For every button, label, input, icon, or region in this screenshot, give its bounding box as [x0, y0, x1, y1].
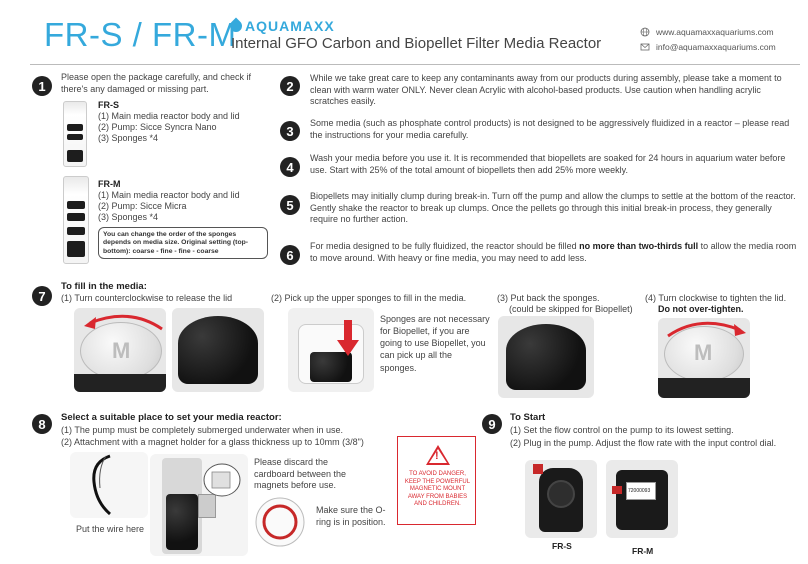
step-4-text: Wash your media before you use it. It is…	[310, 153, 786, 175]
frs-item-3: (3) Sponges *4	[98, 133, 159, 143]
frm-title: FR-M	[98, 179, 121, 189]
page-subtitle: Internal GFO Carbon and Biopellet Filter…	[231, 35, 602, 52]
page-title: FR-S / FR-M	[44, 16, 237, 53]
step-4-badge: 4	[280, 157, 300, 177]
step-7-sub4b: Do not over-tighten.	[658, 304, 744, 314]
step-3-text: Some media (such as phosphate control pr…	[310, 118, 790, 140]
step-7-sub2: (2) Pick up the upper sponges to fill in…	[271, 293, 467, 303]
email-link[interactable]: info@aquamaxxaquariums.com	[656, 42, 776, 52]
step-7-sub4: (4) Turn clockwise to tighten the lid.	[645, 293, 787, 303]
email-contact: info@aquamaxxaquariums.com	[640, 42, 776, 52]
step-5-text: Biopellets may initially clump during br…	[310, 191, 796, 225]
wire-caption: Put the wire here	[76, 524, 145, 534]
sponge-order-note: You can change the order of the sponges …	[98, 227, 268, 259]
sponge-note: Sponges are not necessary for Biopellet,…	[380, 314, 490, 373]
magnet-callout-icon	[203, 463, 241, 497]
globe-icon	[640, 27, 650, 37]
danger-text: TO AVOID DANGER, KEEP THE POWERFUL MAGNE…	[404, 471, 471, 507]
frs-pump-photo	[525, 460, 597, 538]
step-9-title: To Start	[510, 412, 546, 423]
step-9-sub2: (2) Plug in the pump. Adjust the flow ra…	[510, 438, 777, 448]
step-7-title: To fill in the media:	[61, 281, 147, 292]
frs-reactor-image	[63, 101, 87, 167]
step-8-title: Select a suitable place to set your medi…	[61, 412, 282, 423]
frm-pump-label: FR-M	[632, 546, 654, 556]
envelope-icon	[640, 43, 650, 51]
step-7-sub1: (1) Turn counterclockwise to release the…	[61, 293, 233, 303]
lid-tighten-photo: M	[658, 318, 750, 398]
step-8-sub1: (1) The pump must be completely submerge…	[61, 425, 343, 435]
frs-pump-label: FR-S	[552, 541, 572, 551]
step-6-text: For media designed to be fully fluidized…	[310, 241, 797, 263]
step-3-badge: 3	[280, 121, 300, 141]
lid-release-photo: M	[74, 308, 166, 392]
step-6-badge: 6	[280, 245, 300, 265]
warning-triangle-icon	[426, 445, 450, 465]
step-7-sub3b: (could be skipped for Biopellet)	[509, 304, 633, 314]
frm-item-3: (3) Sponges *4	[98, 212, 159, 222]
down-arrow-icon	[337, 320, 359, 356]
cardboard-note: Please discard the cardboard between the…	[254, 457, 347, 491]
brand-logo: AQUAMAXX	[227, 17, 335, 35]
step-2-badge: 2	[280, 76, 300, 96]
brand-name: AQUAMAXX	[245, 18, 335, 34]
put-back-sponge-photo	[498, 316, 594, 398]
step-7-sub3: (3) Put back the sponges.	[497, 293, 600, 303]
frm-item-2: (2) Pump: Sicce Micra	[98, 201, 187, 211]
step-2-text: While we take great care to keep any con…	[310, 73, 782, 107]
website-contact: www.aquamaxxaquariums.com	[640, 27, 774, 37]
o-ring-icon	[255, 497, 305, 547]
frm-pump-photo: 72000093	[606, 460, 678, 538]
frs-item-2: (2) Pump: Sicce Syncra Nano	[98, 122, 217, 132]
pick-sponge-photo	[288, 308, 374, 392]
frm-item-1: (1) Main media reactor body and lid	[98, 190, 240, 200]
website-link[interactable]: www.aquamaxxaquariums.com	[656, 27, 774, 37]
o-ring-note: Make sure the O-ring is in position.	[316, 505, 386, 527]
wire-placement-photo	[70, 452, 148, 518]
pump-code-label: 72000093	[626, 482, 656, 500]
frm-reactor-image	[63, 176, 89, 264]
sponge-top-photo	[172, 308, 264, 392]
danger-warning-box: ! TO AVOID DANGER, KEEP THE POWERFUL MAG…	[397, 436, 476, 525]
counterclockwise-arrow-icon	[84, 314, 163, 331]
frs-item-1: (1) Main media reactor body and lid	[98, 111, 240, 121]
step-9-badge: 9	[482, 414, 502, 434]
frs-title: FR-S	[98, 100, 119, 110]
step-1-badge: 1	[32, 76, 52, 96]
step-9-sub1: (1) Set the flow control on the pump to …	[510, 425, 734, 435]
header-divider	[30, 64, 800, 65]
step-1-text: Please open the package carefully, and c…	[61, 72, 251, 94]
warning-exclamation: !	[435, 450, 439, 462]
header: FR-S / FR-M AQUAMAXX Internal GFO Carbon…	[0, 10, 808, 60]
step-6-emphasis: no more than two-thirds full	[579, 241, 699, 251]
step-5-badge: 5	[280, 195, 300, 215]
step-8-sub2: (2) Attachment with a magnet holder for …	[61, 437, 364, 447]
clockwise-arrow-icon	[667, 321, 746, 338]
water-drop-icon	[227, 17, 245, 35]
step-8-badge: 8	[32, 414, 52, 434]
step-7-badge: 7	[32, 286, 52, 306]
